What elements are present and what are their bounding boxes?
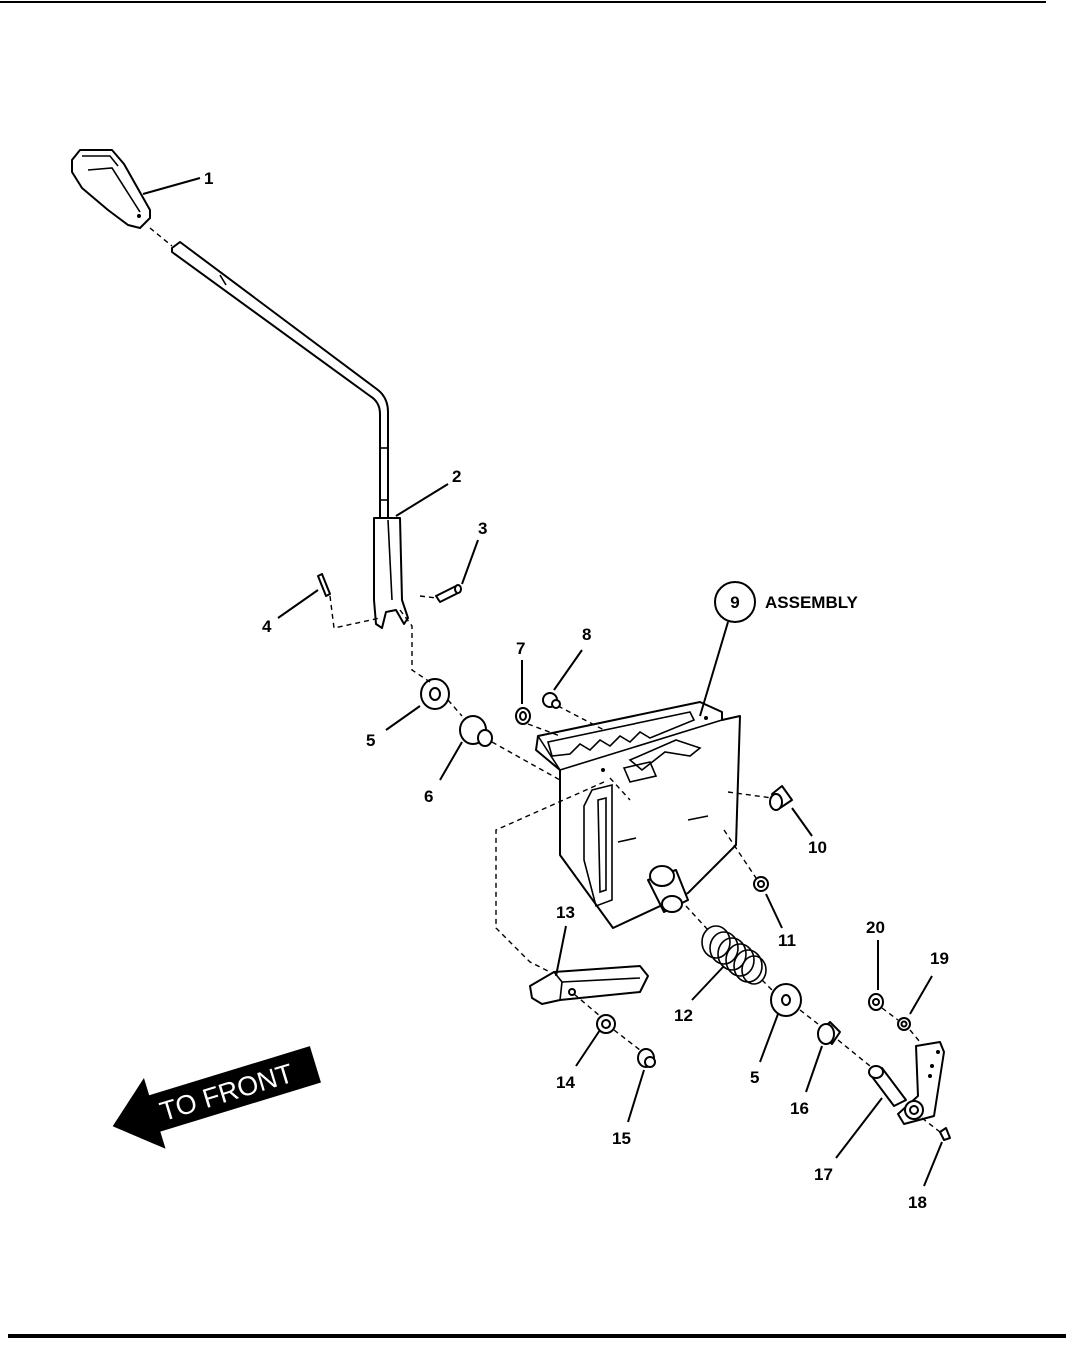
part-washer-19 — [897, 1017, 911, 1031]
assembly-callout: 9 ASSEMBLY — [714, 581, 859, 623]
part-knob — [71, 149, 151, 229]
callout-16: 16 — [790, 1099, 809, 1118]
assembly-label: ASSEMBLY — [765, 593, 859, 612]
part-washer-lower — [770, 983, 802, 1017]
part-bolt-8 — [542, 692, 561, 709]
part-screw-15 — [637, 1048, 656, 1068]
part-pivot-arm — [868, 1041, 945, 1125]
callout-6: 6 — [424, 787, 433, 806]
part-clevis-pin — [435, 584, 462, 603]
callout-5a: 5 — [366, 731, 375, 750]
callout-labels: 1 2 3 4 5 6 7 8 10 11 12 13 14 15 5 16 1… — [204, 169, 949, 1212]
callout-3: 3 — [478, 519, 487, 538]
assembly-paths — [149, 227, 941, 1133]
to-front-label: TO FRONT — [156, 1058, 296, 1127]
part-fastener-18 — [939, 1127, 951, 1141]
callout-12: 12 — [674, 1006, 693, 1025]
leader-lines — [142, 177, 943, 1187]
assembly-number: 9 — [730, 593, 739, 612]
callout-18: 18 — [908, 1193, 927, 1212]
callout-4: 4 — [262, 617, 272, 636]
part-nut-7 — [515, 707, 531, 725]
callout-15: 15 — [612, 1129, 631, 1148]
part-nut-20 — [868, 993, 884, 1011]
part-cotter-pin — [317, 573, 331, 597]
part-bushing-10 — [769, 785, 793, 811]
part-bushing-upper — [459, 715, 493, 747]
to-front-arrow: TO FRONT — [112, 1046, 321, 1149]
callout-13: 13 — [556, 903, 575, 922]
part-washer-upper — [420, 678, 450, 710]
callout-10: 10 — [808, 838, 827, 857]
part-washer-14 — [596, 1014, 616, 1034]
callout-11: 11 — [778, 931, 796, 950]
callout-19: 19 — [930, 949, 949, 968]
callout-5b: 5 — [750, 1068, 759, 1087]
callout-14: 14 — [556, 1073, 575, 1092]
part-spring — [701, 925, 767, 985]
part-lock-bracket — [529, 965, 649, 1005]
callout-20: 20 — [866, 918, 885, 937]
callout-1: 1 — [204, 169, 213, 188]
part-bushing-16 — [817, 1021, 841, 1045]
callout-7: 7 — [516, 639, 525, 658]
part-nut-11 — [753, 876, 769, 892]
part-shift-lever — [171, 241, 409, 629]
callout-17: 17 — [814, 1165, 833, 1184]
callout-8: 8 — [582, 625, 591, 644]
part-bracket-assembly — [535, 701, 741, 929]
callout-2: 2 — [452, 467, 461, 486]
